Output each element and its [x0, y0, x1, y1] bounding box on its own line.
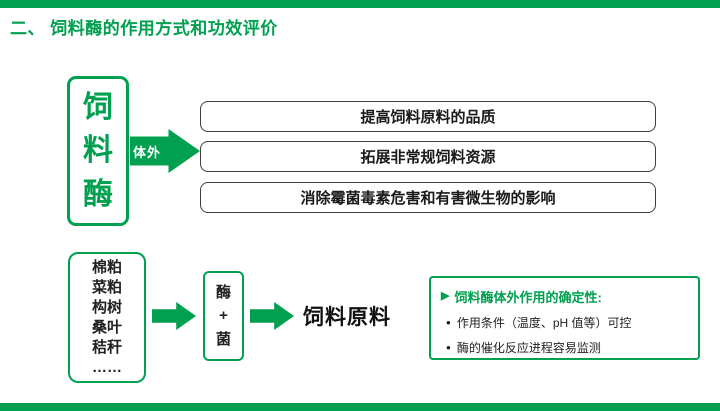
- triangle-marker-icon: ▶: [441, 290, 450, 302]
- certainty-heading-text: 饲料酶体外作用的确定性:: [454, 290, 602, 305]
- raw-materials-box: 棉粕 菜粕 构树 桑叶 秸秆 ……: [68, 252, 146, 383]
- flow-arrow-icon: [152, 302, 196, 330]
- feed-enzyme-label: 饲 料 酶: [83, 90, 113, 211]
- certainty-bullet-text: 作用条件（温度、pH 值等）可控: [456, 316, 632, 330]
- benefit-box: 提高饲料原料的品质: [200, 101, 656, 132]
- bullet-dot-icon: ●: [446, 317, 451, 327]
- benefit-box: 消除霉菌毒素危害和有害微生物的影响: [200, 182, 656, 213]
- material-item: 棉粕: [91, 258, 122, 276]
- certainty-bullet: ● 酶的催化反应进程容易监测: [441, 339, 688, 356]
- certainty-bullet-text: 酶的催化反应进程容易监测: [456, 341, 601, 355]
- in-vitro-arrow-label: 体外: [133, 144, 162, 160]
- material-item: 秸秆: [91, 338, 122, 356]
- material-item: ……: [92, 358, 122, 376]
- certainty-box: ▶ 饲料酶体外作用的确定性: ● 作用条件（温度、pH 值等）可控 ● 酶的催化…: [429, 276, 700, 360]
- in-vitro-arrow-icon: 体外: [130, 129, 200, 173]
- top-accent-bar: [0, 0, 720, 8]
- flow-arrow-icon: [250, 302, 294, 330]
- benefit-box: 拓展非常规饲料资源: [200, 141, 656, 172]
- feed-material-label: 饲料原料: [303, 306, 391, 329]
- certainty-heading: ▶ 饲料酶体外作用的确定性:: [441, 287, 688, 306]
- bottom-accent-bar: [0, 403, 720, 411]
- material-item: 构树: [91, 298, 122, 316]
- bullet-dot-icon: ●: [446, 342, 451, 352]
- material-item: 桑叶: [91, 318, 122, 336]
- enzyme-plus-bacteria-box: 酶 + 菌: [203, 271, 244, 361]
- feed-enzyme-box: 饲 料 酶: [67, 76, 129, 226]
- page-title: 二、 饲料酶的作用方式和功效评价: [10, 19, 278, 38]
- enzyme-plus-bacteria-label: 酶 + 菌: [215, 284, 231, 348]
- certainty-bullet: ● 作用条件（温度、pH 值等）可控: [441, 314, 688, 331]
- material-item: 菜粕: [91, 278, 122, 296]
